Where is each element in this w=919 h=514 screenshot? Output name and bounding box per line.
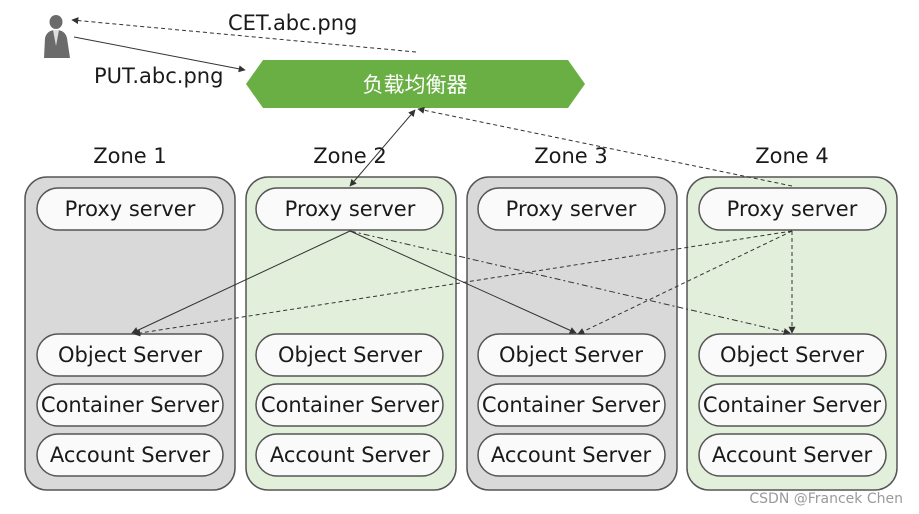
zone-4-account-node — [698, 433, 887, 477]
flow-lines — [71, 17, 796, 337]
zone-2-account-node — [255, 433, 444, 477]
zone-1-proxy-node — [36, 187, 224, 231]
zone-4-proxy-to-zone-3-object-arrow — [577, 230, 793, 335]
zone-4-container-label: Container Server — [703, 393, 882, 417]
zone-3: Zone 3 Proxy server Object Server Contai… — [466, 144, 678, 491]
zone-4-title: Zone 4 — [755, 144, 829, 168]
zone-3-container-label: Container Server — [482, 393, 661, 417]
watermark: CSDN @Francek Chen — [749, 491, 903, 507]
zone-1: Zone 1 Proxy server Object Server Contai… — [24, 144, 236, 491]
zone-2-proxy-to-zone-1-object-arrow — [131, 230, 351, 334]
zone-1-proxy-label: Proxy server — [65, 197, 196, 221]
zone-3-title: Zone 3 — [534, 144, 608, 168]
zone-3-proxy-label: Proxy server — [506, 197, 637, 221]
zone-1-container-node — [36, 383, 224, 427]
zone-1-container-label: Container Server — [41, 393, 220, 417]
zone-4-object-label: Object Server — [720, 343, 864, 367]
get-response-arrow — [71, 17, 417, 53]
zone-1-object-node — [36, 333, 224, 377]
zone-3-proxy-node — [477, 187, 666, 231]
zone-4-container-node — [698, 383, 887, 427]
zone-3-account-label: Account Server — [491, 443, 652, 467]
zone-2-container-node — [255, 383, 444, 427]
zone-1-title: Zone 1 — [93, 144, 167, 168]
load-balancer: 负载均衡器 — [246, 60, 585, 108]
zone-4-proxy-node — [698, 187, 887, 231]
get-request-label: CET.abc.png — [228, 11, 357, 35]
zone-4-account-label: Account Server — [712, 443, 873, 467]
zone-2-account-label: Account Server — [270, 443, 431, 467]
user-icon — [44, 15, 70, 58]
zone-2-proxy-label: Proxy server — [285, 197, 416, 221]
zone-4-proxy-label: Proxy server — [727, 197, 858, 221]
zone-2-object-label: Object Server — [278, 343, 422, 367]
lb-to-zone-2-proxy-arrow — [349, 109, 416, 187]
zone-1-account-node — [36, 433, 224, 477]
zone-2: Zone 2 Proxy server Object Server Contai… — [245, 144, 457, 491]
put-request-label: PUT.abc.png — [94, 64, 223, 88]
zone-2-proxy-to-zone-4-object-arrow — [349, 230, 791, 335]
zone-1-account-label: Account Server — [50, 443, 211, 467]
put-request-arrow — [73, 36, 246, 73]
zone-3-account-node — [477, 433, 666, 477]
zone-4-object-node — [698, 333, 887, 377]
zone-3-object-label: Object Server — [499, 343, 643, 367]
zone-2-container-label: Container Server — [261, 393, 440, 417]
zone-1-object-label: Object Server — [58, 343, 202, 367]
zone-3-object-node — [477, 333, 666, 377]
load-balancer-label: 负载均衡器 — [363, 73, 468, 97]
load-balancer-shape — [246, 60, 585, 108]
zone-4-proxy-to-lb-arrow — [417, 106, 793, 187]
zone-2-object-node — [255, 333, 444, 377]
zone-3-container-node — [477, 383, 666, 427]
zone-2-proxy-node — [255, 187, 444, 231]
zone-4-proxy-to-zone-1-object-arrow — [133, 230, 793, 337]
